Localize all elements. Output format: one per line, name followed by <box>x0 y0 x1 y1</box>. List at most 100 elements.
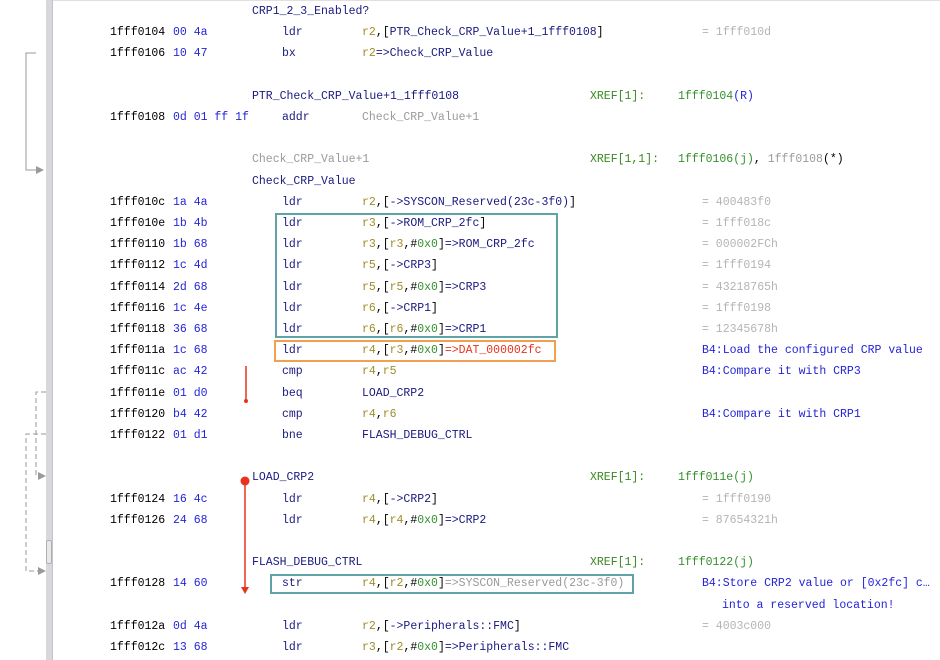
label-row[interactable]: CRP1_2_3_Enabled? <box>53 1 940 22</box>
address[interactable]: 1fff011c <box>110 365 166 379</box>
xref-values: 1fff0106(j), 1fff0108(*) <box>678 149 844 170</box>
code-label[interactable]: PTR_Check_CRP_Value+1_1fff0108 <box>252 89 460 103</box>
address[interactable]: 1fff011e <box>110 386 166 400</box>
xref-link[interactable]: (R) <box>733 89 754 103</box>
code-label[interactable]: Check_CRP_Value <box>252 174 356 188</box>
operand-token[interactable]: LOAD_CRP2 <box>362 386 425 400</box>
xref-link[interactable]: 1fff011e(j) <box>678 471 754 485</box>
xref-link[interactable]: (*) <box>822 153 844 167</box>
operand-token[interactable]: =>Check_CRP_Value <box>375 47 494 61</box>
operand-token[interactable]: ->Peripherals::FMC <box>389 619 514 633</box>
address[interactable]: 1fff012c <box>110 641 166 654</box>
arrow-head-icon <box>38 567 46 575</box>
operand-token: r2 <box>362 195 376 209</box>
operand-token[interactable]: =>ROM_CRP_2fc <box>444 238 535 252</box>
operand-token[interactable]: Check_CRP_Value+1 <box>362 111 480 124</box>
operand-token[interactable]: =>CRP2 <box>444 513 487 527</box>
scrollbar-thumb[interactable] <box>46 540 52 564</box>
mnemonic: ldr <box>282 513 303 527</box>
address[interactable]: 1fff0128 <box>110 577 166 591</box>
xref-link[interactable]: , <box>753 153 768 167</box>
operand-token[interactable]: =>Peripherals::FMC <box>444 641 570 654</box>
operand-token[interactable]: ->CRP2 <box>389 492 432 506</box>
operand-token[interactable]: FLASH_DEBUG_CTRL <box>362 429 473 442</box>
xref-link[interactable]: 1fff0108 <box>767 153 823 167</box>
operand-token[interactable]: =>CRP3 <box>444 280 487 294</box>
operands: r3,[r3,#0x0]=>ROM_CRP_2fc <box>362 234 535 255</box>
address[interactable]: 1fff0106 <box>110 47 166 61</box>
address[interactable]: 1fff012a <box>110 619 166 633</box>
address[interactable]: 1fff010c <box>110 195 166 209</box>
xref-link[interactable]: 1fff0122(j) <box>678 556 754 570</box>
operand-token[interactable]: =>CRP1 <box>444 323 487 336</box>
address[interactable]: 1fff0114 <box>110 280 166 294</box>
operand-token: ] <box>437 280 445 294</box>
address[interactable]: 1fff0112 <box>110 259 166 273</box>
operand-token[interactable]: =>SYSCON_Reserved(23c-3f0) <box>444 577 625 591</box>
scrollbar-track[interactable] <box>46 0 53 660</box>
operand-token[interactable]: ->SYSCON_Reserved(23c-3f0) <box>389 195 570 209</box>
operand-token: ,[ <box>375 238 390 252</box>
divider <box>53 0 940 1</box>
address[interactable]: 1fff011a <box>110 344 166 358</box>
label-row[interactable]: Check_CRP_Value <box>53 171 940 192</box>
address[interactable]: 1fff0126 <box>110 513 166 527</box>
mnemonic: ldr <box>282 641 303 654</box>
address[interactable]: 1fff0104 <box>110 26 166 40</box>
operand-token[interactable]: ->CRP3 <box>389 259 432 273</box>
code-label[interactable]: LOAD_CRP2 <box>252 471 315 485</box>
comment-continuation-row[interactable]: into a reserved location! <box>53 595 940 616</box>
mnemonic: bne <box>282 429 303 442</box>
operands: r4,[r2,#0x0]=>SYSCON_Reserved(23c-3f0) <box>362 573 624 594</box>
operands: r5,[r5,#0x0]=>CRP3 <box>362 277 486 298</box>
operand-token: ,[ <box>375 217 390 230</box>
xref-link[interactable]: 1fff0106(j) <box>678 153 754 167</box>
operand-token: 0x0 <box>417 513 438 527</box>
address[interactable]: 1fff0124 <box>110 492 166 506</box>
address[interactable]: 1fff0120 <box>110 407 166 421</box>
xref-link[interactable]: 1fff0104 <box>678 89 734 103</box>
code-label[interactable]: Check_CRP_Value+1 <box>252 153 370 167</box>
code-label[interactable]: FLASH_DEBUG_CTRL <box>252 556 363 570</box>
address[interactable]: 1fff0118 <box>110 323 166 336</box>
reference-value: = 1fff0194 <box>702 259 772 273</box>
operand-token[interactable]: ->ROM_CRP_2fc <box>389 217 480 230</box>
reference-value: = 400483f0 <box>702 195 772 209</box>
operand-token: ] <box>437 577 445 591</box>
address[interactable]: 1fff0108 <box>110 111 166 124</box>
operand-token: 0x0 <box>417 577 438 591</box>
operand-token[interactable]: =>DAT_000002fc <box>444 344 542 358</box>
address[interactable]: 1fff0116 <box>110 301 166 315</box>
code-label[interactable]: CRP1_2_3_Enabled? <box>252 5 370 18</box>
operand-token[interactable]: ->CRP1 <box>389 301 432 315</box>
address[interactable]: 1fff010e <box>110 217 166 230</box>
address[interactable]: 1fff0110 <box>110 238 166 252</box>
operand-token[interactable]: PTR_Check_CRP_Value+1_1fff0108 <box>389 26 597 40</box>
address[interactable]: 1fff0122 <box>110 429 166 442</box>
